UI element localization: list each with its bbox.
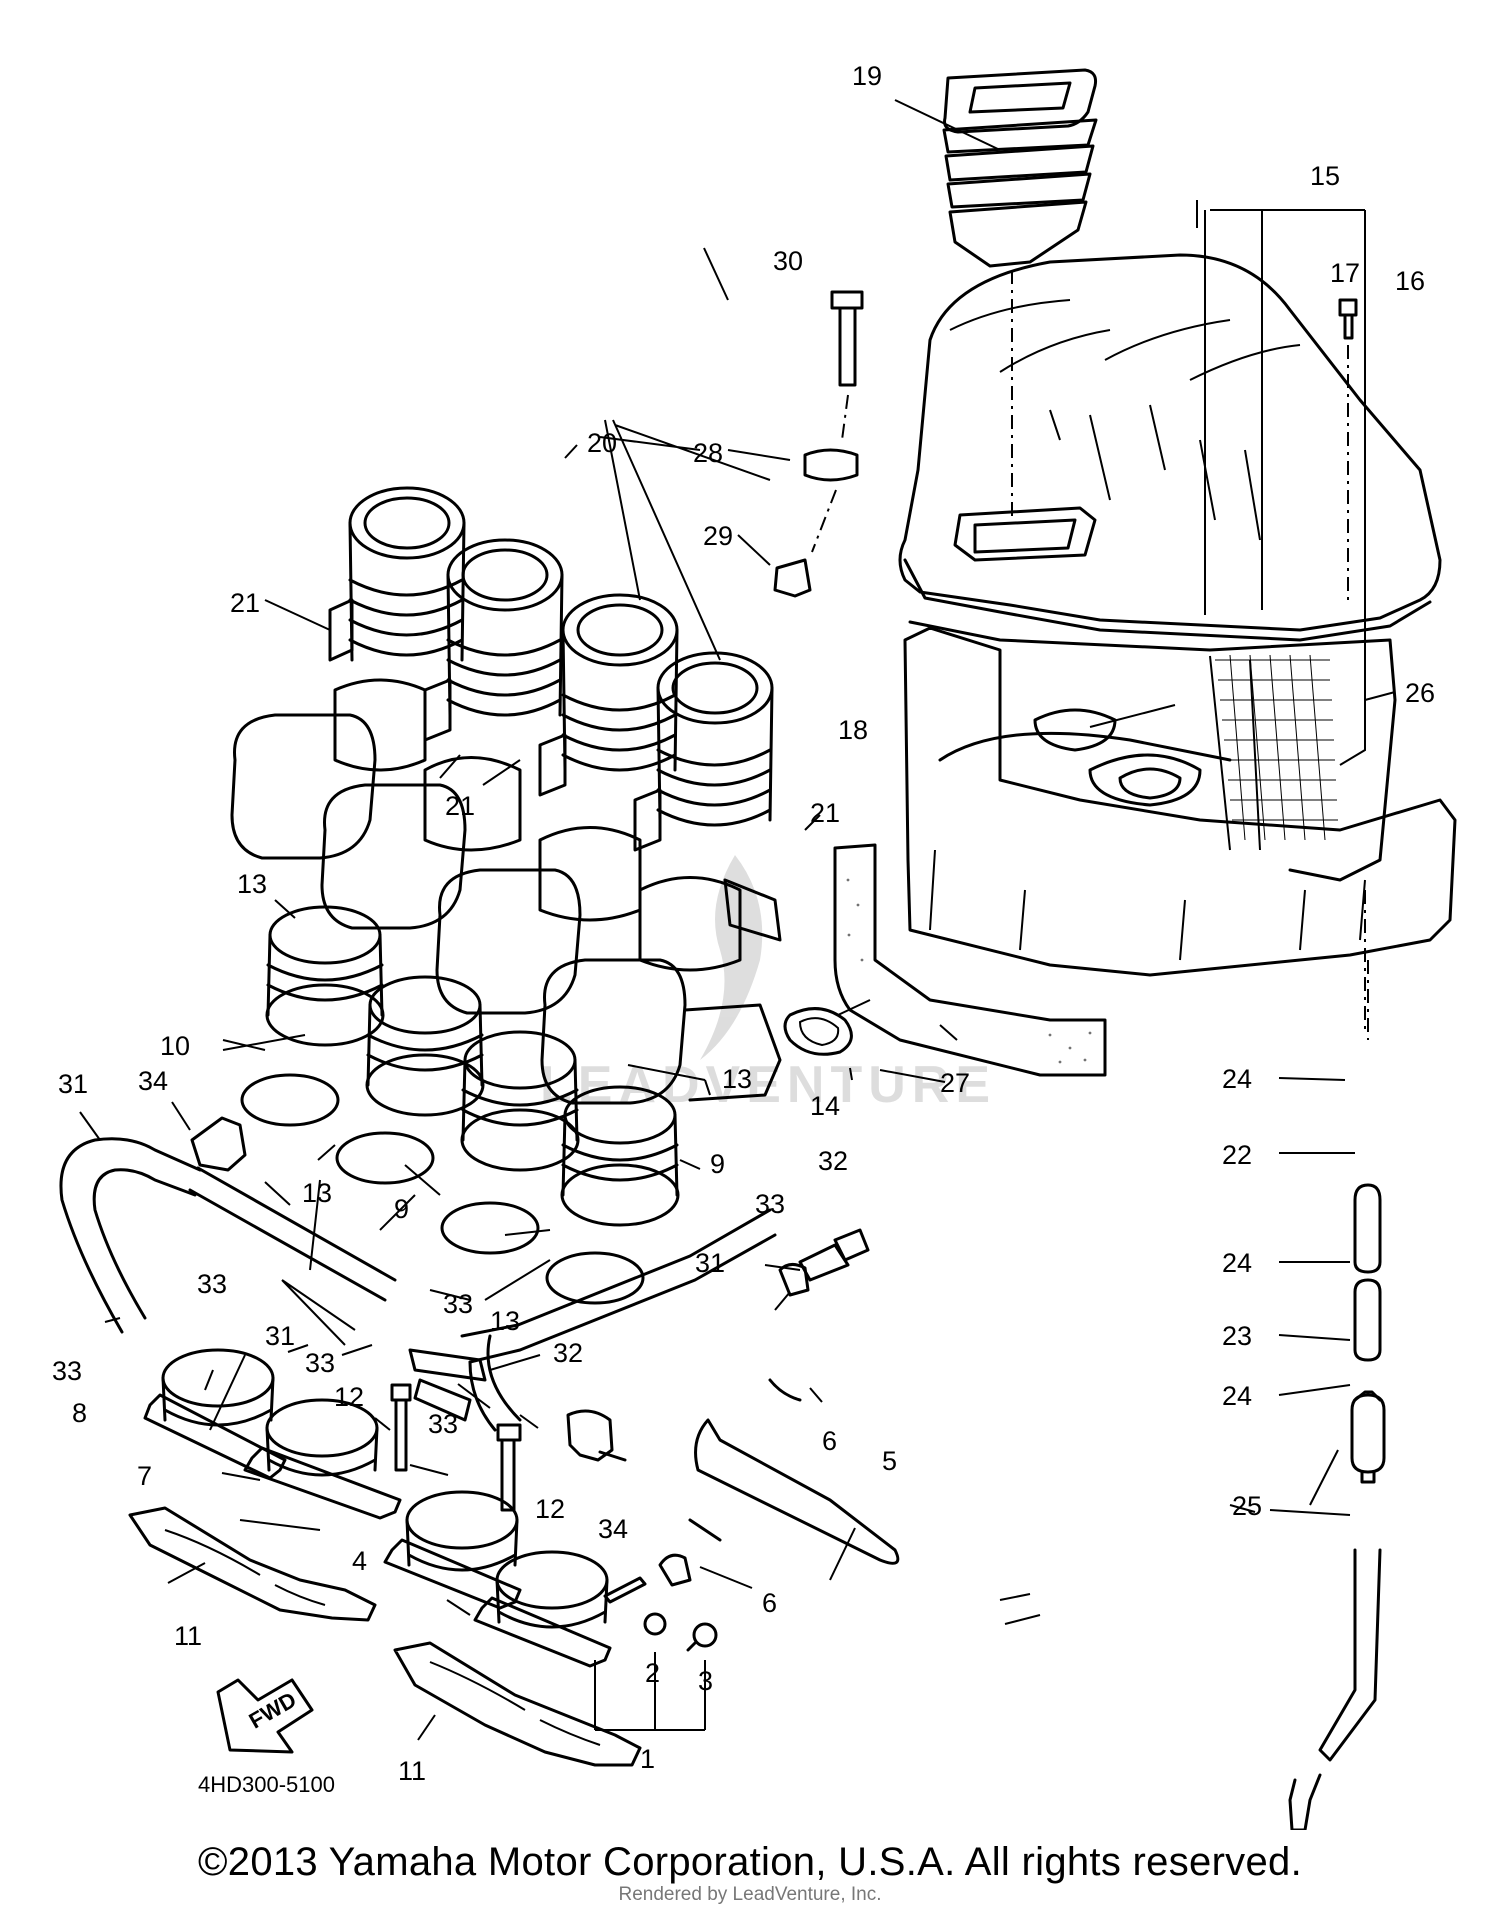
fitting-32b: [408, 1348, 487, 1422]
callout-26: 26: [1405, 678, 1435, 708]
intake-manifolds: FWD: [128, 1116, 870, 1767]
callout-33b: 33: [443, 1289, 473, 1319]
callout-31a: 31: [58, 1069, 88, 1099]
callout-20: 20: [587, 428, 617, 458]
callout-24a: 24: [1222, 1064, 1252, 1094]
callout-3: 3: [698, 1666, 713, 1696]
fitting-32a: [798, 1228, 870, 1282]
air-filter-case: [773, 68, 1457, 1077]
bolt-12b: [496, 1423, 522, 1512]
callout-31c: 31: [695, 1248, 725, 1278]
callout-17: 17: [1330, 258, 1360, 288]
callout-7: 7: [137, 1461, 152, 1491]
callout-6a: 6: [822, 1426, 837, 1456]
hoses: [59, 960, 1386, 1830]
callout-21a: 21: [230, 588, 260, 618]
callout-16: 16: [1395, 266, 1425, 296]
funnel-4: [633, 651, 774, 852]
manifold-7: [243, 1398, 402, 1520]
clip-34b: [566, 1409, 627, 1462]
funnel-3: [538, 593, 679, 797]
callout-25: 25: [1232, 1491, 1262, 1521]
clip-34a: [190, 1116, 247, 1172]
case-cover: [898, 253, 1442, 632]
manifold-1: [473, 1550, 647, 1668]
callout-10: 10: [160, 1031, 190, 1061]
copyright-notice: ©2013 Yamaha Motor Corporation, U.S.A. A…: [198, 1840, 1302, 1884]
callout-13d: 13: [490, 1306, 520, 1336]
callout-8: 8: [72, 1398, 87, 1428]
callout-34a: 34: [138, 1066, 168, 1096]
case-lower: [903, 626, 1457, 977]
callout-28: 28: [693, 438, 723, 468]
rendered-by-notice: Rendered by LeadVenture, Inc.: [618, 1884, 882, 1905]
callout-2: 2: [645, 1658, 660, 1688]
callout-19: 19: [852, 61, 882, 91]
foam-strip: [833, 843, 1107, 1077]
callout-21c: 21: [810, 798, 840, 828]
callout-13b: 13: [722, 1064, 752, 1094]
callout-18: 18: [838, 715, 868, 745]
carb-4: [540, 876, 782, 1105]
callout-24c: 24: [1222, 1381, 1252, 1411]
intake-funnels: [328, 486, 774, 852]
leader-lines: [79, 99, 1396, 1741]
callout-27: 27: [940, 1068, 970, 1098]
callout-13a: 13: [237, 869, 267, 899]
callout-31b: 31: [265, 1321, 295, 1351]
callout-21b: 21: [445, 791, 475, 821]
leadventure-watermark: LEADVENTURE: [540, 855, 990, 1114]
exploded-parts-diagram: LEADVENTURE: [52, 61, 1457, 1830]
insulator-plate-11b: [393, 1641, 642, 1767]
screw-3: [686, 1622, 718, 1652]
callout-15: 15: [1310, 161, 1340, 191]
fwd-arrow: FWD: [216, 1678, 314, 1754]
nut-2: [643, 1612, 667, 1636]
callout-33a: 33: [197, 1269, 227, 1299]
carburetor-assembly: [230, 678, 782, 1105]
carb-1: [230, 678, 427, 860]
callout-5: 5: [882, 1446, 897, 1476]
callout-9b: 9: [394, 1194, 409, 1224]
funnel-1: [328, 486, 466, 662]
carb-3: [435, 826, 642, 1015]
callout-33f: 33: [428, 1409, 458, 1439]
callout-33d: 33: [52, 1356, 82, 1386]
callout-22: 22: [1222, 1140, 1252, 1170]
callout-13c: 13: [302, 1178, 332, 1208]
callout-32b: 32: [553, 1338, 583, 1368]
callout-6b: 6: [762, 1588, 777, 1618]
callout-12a: 12: [334, 1382, 364, 1412]
callout-34b: 34: [598, 1514, 628, 1544]
diagram-code: 4HD300-5100: [198, 1772, 335, 1797]
callout-labels: 1 2 3 4 5 6 6 7 8 9 9 10 11 11 12 12 13 …: [52, 61, 1435, 1786]
callout-30: 30: [773, 246, 803, 276]
callout-1: 1: [640, 1744, 655, 1774]
callout-11b: 11: [398, 1756, 426, 1786]
callout-23: 23: [1222, 1321, 1252, 1351]
callout-9a: 9: [710, 1149, 725, 1179]
clamp-6b: [658, 1553, 692, 1587]
callout-29: 29: [703, 521, 733, 551]
filter-element: [908, 620, 1397, 882]
callout-4: 4: [352, 1546, 367, 1576]
insulator-plate-11a: [128, 1506, 377, 1622]
callout-24b: 24: [1222, 1248, 1252, 1278]
callout-33c: 33: [755, 1189, 785, 1219]
carb-2: [320, 756, 522, 930]
intake-duct: [942, 68, 1098, 268]
callout-14: 14: [810, 1091, 840, 1121]
callout-33e: 33: [305, 1348, 335, 1378]
callout-11a: 11: [174, 1621, 202, 1651]
manifold-8: [143, 1348, 287, 1480]
callout-12b: 12: [535, 1494, 565, 1524]
funnel-2: [423, 538, 564, 742]
callout-32a: 32: [818, 1146, 848, 1176]
bolt-12a: [390, 1383, 412, 1472]
clamps-and-joints: [240, 905, 853, 1305]
